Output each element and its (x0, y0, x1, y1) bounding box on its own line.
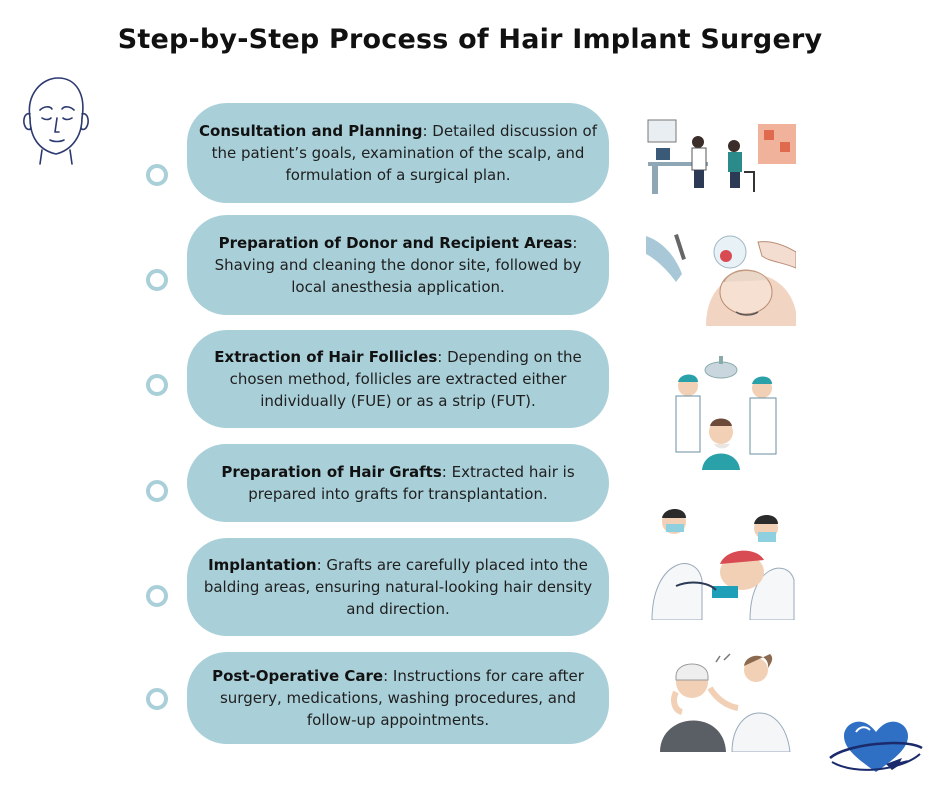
step-marker (146, 688, 168, 710)
step-description: Preparation of Donor and Recipient Areas… (199, 232, 597, 298)
step-card-extraction: Extraction of Hair Follicles: Depending … (187, 330, 609, 428)
step-name: Consultation and Planning (199, 122, 423, 140)
step-name: Preparation of Hair Grafts (221, 463, 442, 481)
step-marker (146, 164, 168, 186)
post-operative-illustration (646, 648, 796, 752)
head-outline-icon (23, 77, 89, 165)
step-marker (146, 585, 168, 607)
consultation-illustration (646, 112, 796, 194)
step-card-implantation: Implantation: Grafts are carefully place… (187, 538, 609, 636)
heart-plane-logo-icon (829, 721, 923, 772)
step-card-graft-preparation: Preparation of Hair Grafts: Extracted ha… (187, 444, 609, 522)
step-detail: : Shaving and cleaning the donor site, f… (214, 234, 582, 296)
step-name: Preparation of Donor and Recipient Areas (218, 234, 573, 252)
implantation-illustration (646, 500, 796, 620)
step-card-consultation: Consultation and Planning: Detailed disc… (187, 103, 609, 203)
step-description: Post-Operative Care: Instructions for ca… (199, 665, 597, 731)
step-detail: : Instructions for care after surgery, m… (219, 667, 584, 729)
step-marker (146, 269, 168, 291)
step-card-donor-preparation: Preparation of Donor and Recipient Areas… (187, 215, 609, 315)
step-detail: : Grafts are carefully placed into the b… (203, 556, 593, 618)
step-name: Post-Operative Care (212, 667, 384, 685)
step-description: Consultation and Planning: Detailed disc… (199, 120, 597, 186)
step-detail: : Depending on the chosen method, follic… (229, 348, 582, 410)
extraction-illustration (646, 356, 796, 470)
step-description: Preparation of Hair Grafts: Extracted ha… (199, 461, 597, 505)
step-description: Implantation: Grafts are carefully place… (199, 554, 597, 620)
step-detail: : Detailed discussion of the patient’s g… (211, 122, 597, 184)
step-detail: : Extracted hair is prepared into grafts… (248, 463, 575, 503)
step-name: Implantation (208, 556, 317, 574)
step-name: Extraction of Hair Follicles (214, 348, 438, 366)
page-title: Step-by-Step Process of Hair Implant Sur… (117, 24, 823, 55)
donor-preparation-illustration (646, 222, 796, 326)
step-card-post-operative: Post-Operative Care: Instructions for ca… (187, 652, 609, 744)
step-marker (146, 374, 168, 396)
step-marker (146, 480, 168, 502)
step-description: Extraction of Hair Follicles: Depending … (199, 346, 597, 412)
